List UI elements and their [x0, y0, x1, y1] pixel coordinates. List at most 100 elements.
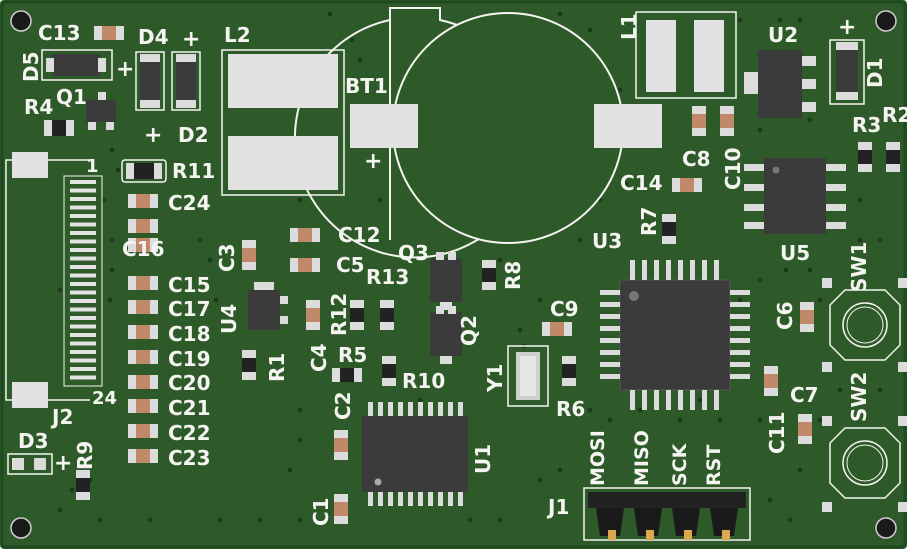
bt1-pad-left: [350, 104, 418, 148]
label-r2: R2: [882, 103, 907, 127]
diode-d2: [171, 51, 201, 111]
label-r8: R8: [501, 261, 525, 290]
label-q2: Q2: [457, 315, 481, 346]
label-r3: R3: [852, 113, 881, 137]
battery-holder-bt1: [294, 7, 662, 259]
label-pin24: 24: [92, 388, 117, 409]
label-c7: C7: [790, 383, 819, 407]
label-u5: U5: [780, 241, 810, 265]
resistor-r4: [44, 120, 74, 136]
label-r5: R5: [338, 343, 367, 367]
small-passives: [76, 106, 900, 524]
ic-u1: [362, 402, 468, 506]
label-c8: C8: [682, 147, 711, 171]
label-r4: R4: [24, 95, 53, 119]
header-j1: [583, 487, 751, 541]
inductor-l2: [221, 49, 345, 196]
left-passives: [121, 159, 167, 463]
label-r11: R11: [172, 159, 215, 183]
label-c9: C9: [550, 297, 579, 321]
label-sw2: SW2: [847, 372, 871, 422]
label-r6: R6: [556, 397, 585, 421]
label-l2: L2: [224, 23, 251, 47]
label-bt1: BT1: [345, 74, 388, 98]
label-r12: R12: [327, 293, 351, 336]
label-c22: C22: [168, 421, 211, 445]
label-c23: C23: [168, 446, 211, 470]
label-u4: U4: [217, 304, 241, 334]
silkscreen: C13 D4 + L2 BT1 L1 U2 + D1 D5 + Q1 R4 + …: [18, 13, 907, 526]
label-plus-d1: +: [838, 15, 856, 40]
bt1-pad-right: [594, 104, 662, 148]
label-c16: C16: [122, 237, 165, 261]
label-l1: L1: [617, 13, 641, 40]
label-d5: D5: [19, 51, 43, 82]
switch-sw2: [822, 416, 907, 512]
label-c4: C4: [307, 343, 331, 372]
regulator-u2: [744, 50, 816, 118]
label-rst: RST: [703, 445, 725, 486]
label-r10: R10: [402, 369, 445, 393]
label-d3: D3: [18, 429, 49, 453]
ic-u5: [744, 158, 846, 234]
transistor-q2: [430, 306, 462, 364]
label-c10: C10: [721, 147, 745, 190]
label-plus-d4: +: [182, 27, 200, 52]
label-y1: Y1: [483, 364, 507, 393]
crystal-y1: [507, 345, 549, 407]
label-sck: SCK: [669, 442, 691, 486]
mcu-u3: [600, 260, 750, 410]
label-c13: C13: [38, 21, 81, 45]
label-c5: C5: [336, 253, 365, 277]
label-j2: J2: [50, 405, 73, 429]
label-sw1: SW1: [847, 242, 871, 292]
label-u2: U2: [768, 23, 798, 47]
label-r13: R13: [366, 265, 409, 289]
label-plus-bt: +: [364, 149, 382, 174]
diode-d5: [41, 49, 113, 81]
label-mosi: MOSI: [587, 430, 609, 486]
mounting-holes: [11, 11, 896, 538]
label-q1: Q1: [56, 85, 87, 109]
label-plus-d5: +: [116, 57, 134, 82]
label-c12: C12: [338, 223, 381, 247]
transistor-q1: [86, 92, 116, 130]
label-u3: U3: [592, 229, 622, 253]
label-c1: C1: [309, 497, 333, 526]
label-d2: D2: [178, 123, 209, 147]
label-c18: C18: [168, 322, 211, 346]
connector-j2: [5, 152, 103, 408]
ic-u4: [248, 282, 288, 330]
label-c19: C19: [168, 347, 211, 371]
label-c3: C3: [215, 243, 239, 272]
label-d1: D1: [863, 57, 887, 88]
label-c2: C2: [331, 391, 355, 420]
label-c11: C11: [765, 411, 789, 454]
label-r7: R7: [637, 207, 661, 236]
label-pin1: 1: [86, 156, 99, 177]
label-miso: MISO: [631, 430, 653, 486]
label-j1: J1: [546, 495, 569, 519]
label-q3: Q3: [398, 241, 429, 265]
transistor-q3: [430, 252, 462, 310]
label-c21: C21: [168, 396, 211, 420]
label-u1: U1: [471, 444, 495, 474]
led-d3: [7, 453, 53, 475]
label-c20: C20: [168, 371, 211, 395]
label-plus-q1: +: [144, 123, 162, 148]
label-r9: R9: [73, 441, 97, 470]
diode-d1: [829, 39, 865, 105]
inductor-l1: [635, 11, 737, 99]
label-c14: C14: [620, 171, 663, 195]
capacitor-c13: [94, 26, 124, 40]
label-c24: C24: [168, 191, 211, 215]
label-plus-d3: +: [54, 451, 72, 476]
label-d4: D4: [138, 25, 169, 49]
switch-sw1: [822, 278, 907, 372]
label-c6: C6: [773, 301, 797, 330]
label-r1: R1: [265, 353, 289, 382]
label-c15: C15: [168, 273, 211, 297]
